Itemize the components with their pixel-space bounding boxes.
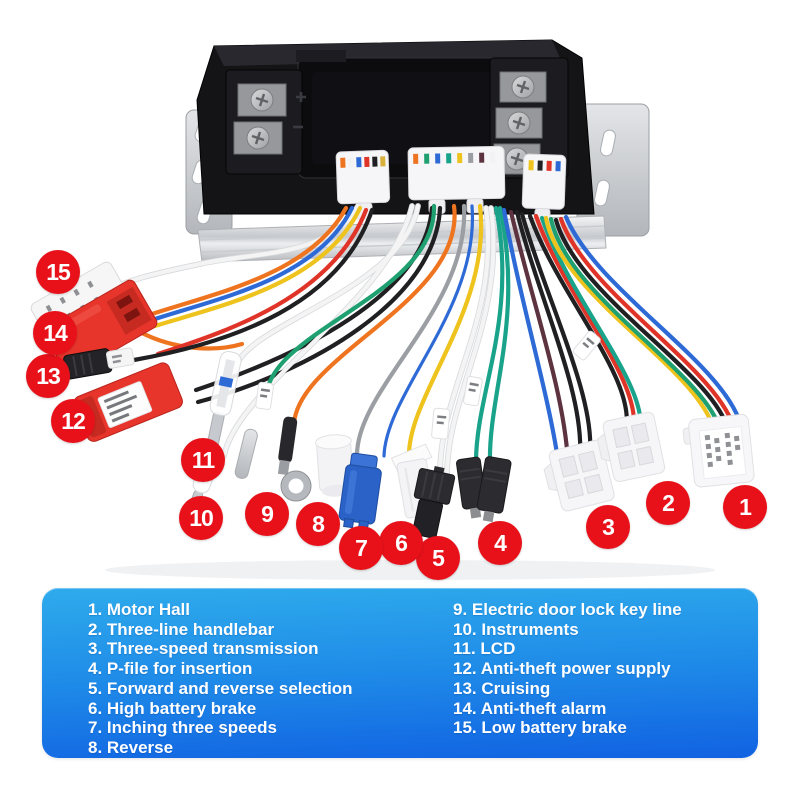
connector-5 (412, 407, 456, 539)
mounting-bracket-right (576, 103, 650, 237)
plus-mark (296, 92, 306, 102)
badge-2: 2 (646, 481, 690, 525)
legend-item-1: 1. Motor Hall (88, 600, 191, 619)
badge-3: 3 (586, 505, 630, 549)
connector-4 (456, 375, 512, 523)
ground-shadow (105, 560, 715, 580)
wire-sleeve-label (572, 330, 601, 361)
wire-harness (101, 203, 745, 479)
legend-item-11: 11. LCD (453, 639, 516, 659)
connector-13 (63, 347, 135, 380)
connector-9 (234, 381, 274, 479)
badge-11: 11 (181, 438, 225, 482)
legend-item-13: 13. Cruising (453, 678, 551, 698)
connector-1 (682, 413, 755, 488)
connector-2 (596, 411, 666, 483)
badge-14: 14 (33, 311, 77, 355)
wire-header-middle (407, 145, 506, 215)
legend-item-2: 2. Three-line handlebar (88, 619, 275, 639)
badge-7: 7 (339, 526, 383, 570)
legend-item-14: 14. Anti-theft alarm (453, 698, 607, 718)
controller-wiring-photo (30, 39, 755, 580)
legend-item-4: 4. P-file for insertion (88, 659, 253, 679)
legend-item-9: 9. Electric door lock key line (453, 600, 682, 619)
badge-10: 10 (179, 496, 223, 540)
connector-7 (338, 452, 382, 531)
legend-item-5: 5. Forward and reverse selection (88, 678, 353, 698)
legend-item-12: 12. Anti-theft power supply (453, 659, 671, 679)
legend-item-3: 3. Three-speed transmission (88, 639, 319, 659)
legend-column-right: 9. Electric door lock key line 10. Instr… (453, 600, 758, 758)
legend-item-15: 15. Low battery brake (453, 718, 627, 738)
badge-1: 1 (723, 485, 767, 529)
badge-6: 6 (379, 521, 423, 565)
legend-column-left: 1. Motor Hall 2. Three-line handlebar 3.… (88, 600, 453, 758)
legend-item-6: 6. High battery brake (88, 698, 257, 718)
badge-12: 12 (51, 399, 95, 443)
legend-item-7: 7. Inching three speeds (88, 718, 277, 738)
connector-3 (543, 439, 615, 512)
badge-13: 13 (26, 354, 70, 398)
badge-9: 9 (245, 492, 289, 536)
legend-item-10: 10. Instruments (453, 619, 579, 639)
legend-panel: 1. Motor Hall 2. Three-line handlebar 3.… (42, 588, 758, 758)
badge-8: 8 (296, 502, 340, 546)
badge-4: 4 (478, 521, 522, 565)
legend-item-8: 8. Reverse (88, 737, 174, 757)
badge-5: 5 (416, 536, 460, 580)
terminal-screw (246, 88, 274, 150)
badge-15: 15 (36, 250, 80, 294)
terminal-screw-right (505, 75, 535, 171)
connector-8 (277, 416, 354, 502)
